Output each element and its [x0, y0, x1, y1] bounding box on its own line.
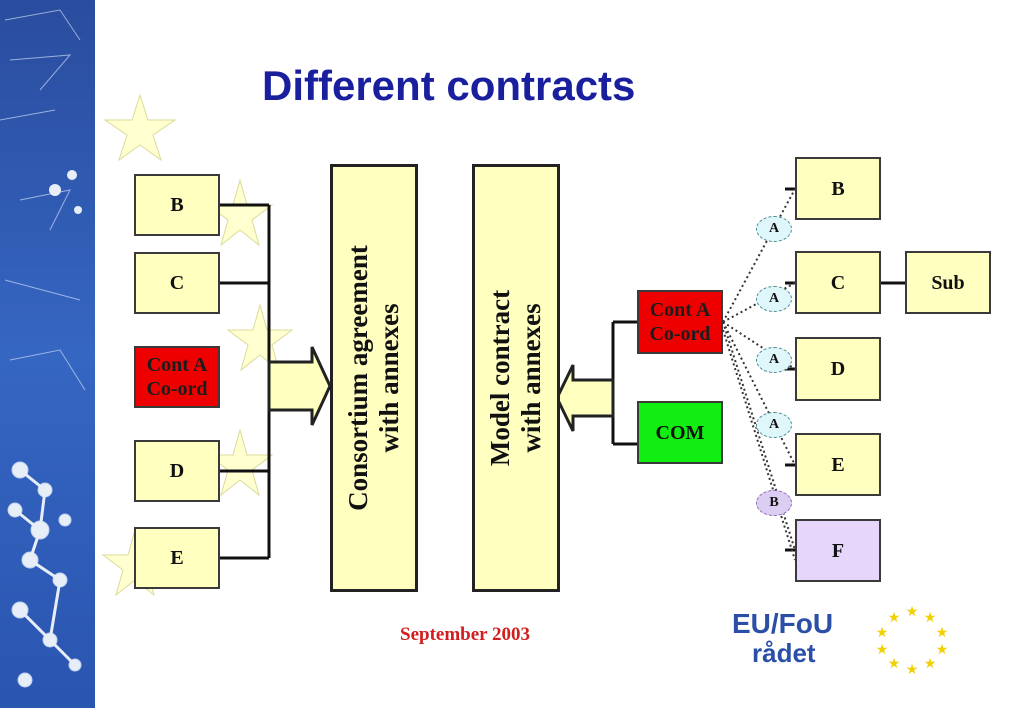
consortium-line2: with annexes [374, 303, 404, 453]
left-box-c: C [134, 252, 220, 314]
logo-line1: EU/FoU [732, 608, 834, 639]
svg-text:★: ★ [936, 626, 949, 641]
svg-text:★: ★ [924, 657, 937, 672]
right-box-e: E [795, 433, 881, 496]
link-label-2: A [756, 286, 792, 312]
right-box-f: F [795, 519, 881, 582]
link-label-4: A [756, 412, 792, 438]
decorative-sidebar [0, 0, 95, 708]
svg-text:★: ★ [888, 611, 901, 626]
logo-line2: rådet [752, 638, 816, 668]
coord-box: Cont A Co-ord [637, 290, 723, 354]
svg-text:★: ★ [888, 657, 901, 672]
eu-fou-logo: EU/FoU rådet ★ ★ ★ ★ ★ ★ ★ ★ ★ ★ [732, 604, 962, 676]
link-label-5: B [756, 490, 792, 516]
svg-text:★: ★ [936, 643, 949, 658]
page-title: Different contracts [262, 62, 636, 109]
left-box-d: D [134, 440, 220, 502]
footer-date: September 2003 [400, 624, 530, 645]
link-label-3: A [756, 347, 792, 373]
sub-box: Sub [905, 251, 991, 314]
model-line1: Model contract [484, 289, 515, 467]
consortium-agreement-box: Consortium agreement with annexes [330, 164, 418, 592]
model-line2: with annexes [516, 303, 546, 453]
model-contract-box: Model contract with annexes [472, 164, 560, 592]
left-box-b: B [134, 174, 220, 236]
link-label-1: A [756, 216, 792, 242]
right-box-b: B [795, 157, 881, 220]
svg-text:★: ★ [924, 611, 937, 626]
svg-text:★: ★ [876, 643, 889, 658]
right-box-d: D [795, 337, 881, 401]
svg-text:★: ★ [906, 605, 919, 620]
com-box: COM [637, 401, 723, 464]
left-box-e: E [134, 527, 220, 589]
left-box-coord: Cont A Co-ord [134, 346, 220, 408]
consortium-line1: Consortium agreement [342, 245, 373, 511]
star-circle-icon: ★ ★ ★ ★ ★ ★ ★ ★ ★ ★ [876, 605, 949, 676]
svg-text:★: ★ [876, 626, 889, 641]
right-box-c: C [795, 251, 881, 314]
svg-text:★: ★ [906, 663, 919, 676]
